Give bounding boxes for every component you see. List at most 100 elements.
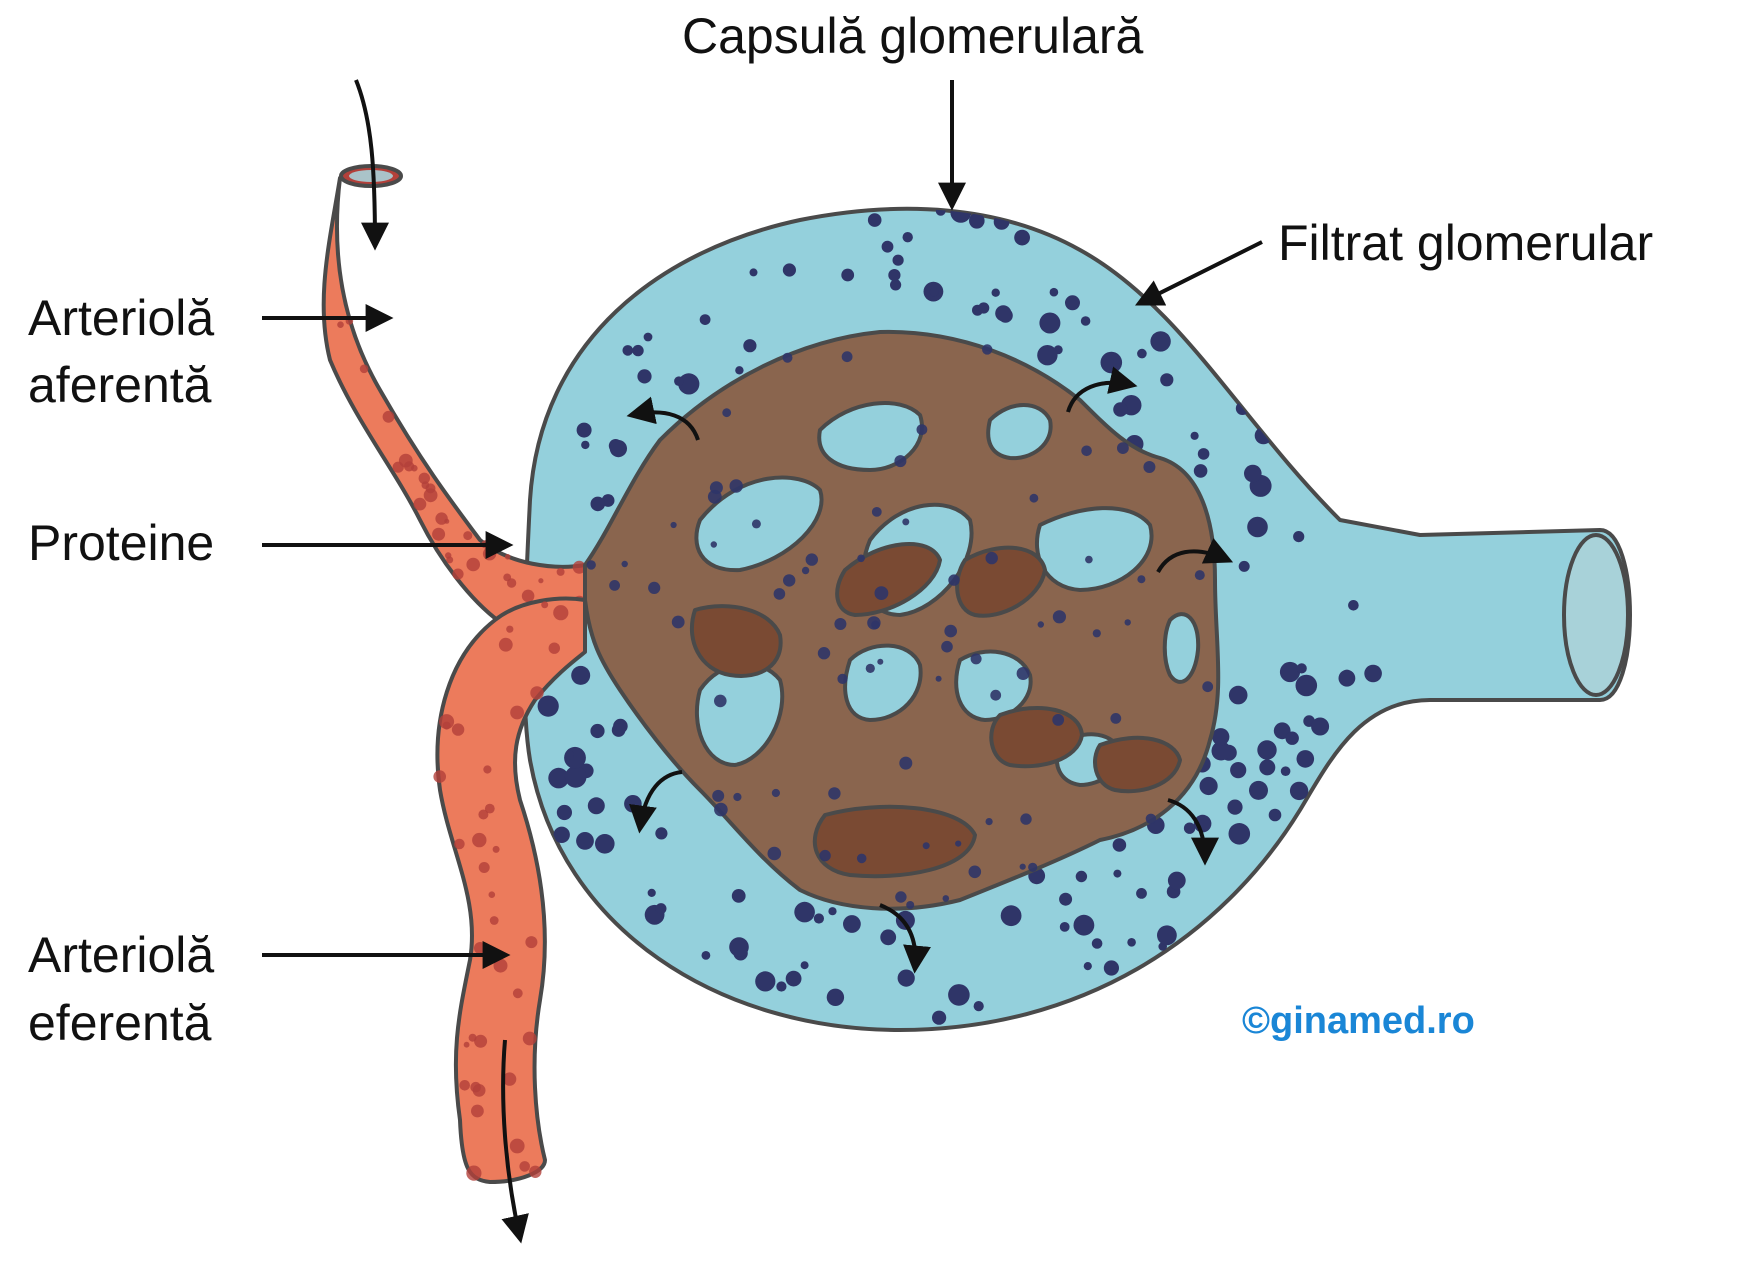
dot xyxy=(590,496,606,512)
dot xyxy=(837,673,848,685)
dot xyxy=(894,455,907,468)
dot xyxy=(722,408,732,418)
efferent-blood-cells xyxy=(433,601,569,1181)
dot xyxy=(483,765,492,774)
dot xyxy=(512,988,523,999)
dot xyxy=(1110,713,1122,724)
dot xyxy=(466,1165,482,1181)
dot xyxy=(678,373,700,395)
dot xyxy=(1280,766,1291,776)
dot xyxy=(1080,316,1091,326)
dot xyxy=(773,588,786,600)
dot xyxy=(522,1031,537,1046)
efferent-arteriole xyxy=(433,596,587,1184)
dot xyxy=(1364,664,1382,683)
dot xyxy=(478,862,490,873)
efferent-label-line1: Arteriolă xyxy=(28,927,214,983)
dot xyxy=(1103,960,1119,976)
dot xyxy=(478,809,489,820)
dot xyxy=(1311,717,1330,736)
dot xyxy=(856,853,867,864)
dot xyxy=(466,557,481,572)
dot xyxy=(484,551,492,558)
filtrate-label: Filtrat glomerular xyxy=(1278,215,1653,271)
dot xyxy=(714,802,728,817)
capillary-protein-dots xyxy=(586,344,1214,909)
dot xyxy=(941,640,953,653)
dot xyxy=(890,279,902,291)
dot xyxy=(1150,331,1171,352)
dot xyxy=(834,618,847,630)
dot xyxy=(506,578,517,588)
dot xyxy=(1136,888,1147,899)
dot xyxy=(731,889,746,903)
dot xyxy=(1199,776,1218,796)
dot xyxy=(632,344,644,357)
dot xyxy=(990,689,1002,701)
dot xyxy=(493,958,508,973)
dot xyxy=(556,567,565,576)
dot xyxy=(452,568,464,580)
filtration-arrow xyxy=(1066,366,1138,413)
dot xyxy=(587,797,605,815)
dot xyxy=(867,213,882,227)
dot xyxy=(1279,661,1301,683)
dot xyxy=(1249,780,1268,800)
dot xyxy=(565,750,575,760)
dot xyxy=(1081,445,1092,457)
dot xyxy=(1145,813,1157,824)
dot xyxy=(771,788,781,798)
dot xyxy=(655,903,667,915)
dot xyxy=(1257,740,1277,760)
afferent-label-line2: aferentă xyxy=(28,357,212,413)
dot xyxy=(968,865,982,879)
dot xyxy=(1143,461,1156,473)
dot xyxy=(474,942,487,955)
dot xyxy=(553,605,569,621)
dot xyxy=(751,519,761,529)
dot xyxy=(643,332,653,342)
dot xyxy=(932,1010,947,1025)
outflow-arrow xyxy=(501,1039,529,1244)
dot xyxy=(581,440,590,450)
dot xyxy=(888,269,901,282)
dot xyxy=(1259,759,1276,776)
dot xyxy=(576,832,594,850)
dot xyxy=(826,988,845,1006)
dot xyxy=(1247,516,1268,538)
dot xyxy=(767,846,782,861)
label-leader-arrows xyxy=(262,80,1263,969)
efferent-label-line2: eferentă xyxy=(28,995,212,1051)
dot xyxy=(521,589,535,603)
dot xyxy=(674,376,684,387)
dot xyxy=(1127,938,1136,947)
dot xyxy=(922,842,930,850)
credit-text: ©ginamed.ro xyxy=(1242,1000,1475,1042)
dot xyxy=(948,574,960,586)
dot xyxy=(637,369,652,384)
dot xyxy=(1254,426,1273,445)
dot xyxy=(991,288,1000,297)
labels: Capsulă glomerulară Filtrat glomerular A… xyxy=(28,8,1653,1051)
filtration-arrows xyxy=(626,366,1234,974)
dot xyxy=(1193,464,1208,478)
dot xyxy=(1293,531,1305,543)
dot xyxy=(701,951,711,960)
dot xyxy=(1092,629,1101,638)
dot xyxy=(817,647,831,660)
dot xyxy=(782,352,793,363)
dot xyxy=(1091,938,1103,949)
dot xyxy=(714,694,727,708)
dot xyxy=(1113,869,1122,878)
dot xyxy=(892,254,904,266)
dot xyxy=(1100,351,1123,374)
dot xyxy=(902,518,910,526)
dot xyxy=(1157,925,1177,946)
dot xyxy=(337,321,344,329)
dot xyxy=(950,208,972,223)
dot xyxy=(1296,663,1307,674)
dot xyxy=(471,1104,484,1118)
dot xyxy=(733,792,742,802)
dot xyxy=(841,351,853,363)
dot xyxy=(442,721,451,730)
